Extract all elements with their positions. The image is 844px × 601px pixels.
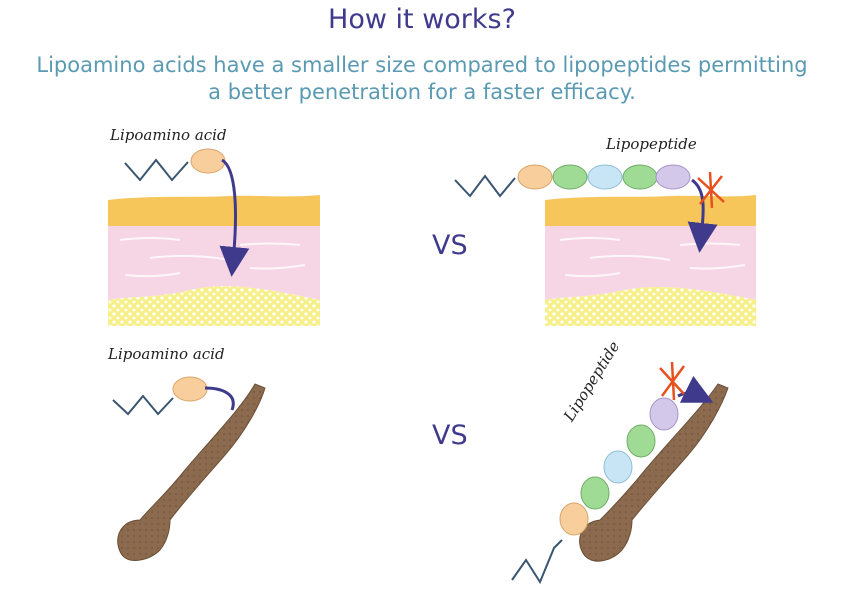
subtitle-line-2: a better penetration for a faster effica… — [208, 80, 636, 104]
vs-label-top: VS — [432, 230, 468, 261]
skin-block-right — [545, 195, 756, 326]
label-lipoamino-acid-top: Lipoamino acid — [110, 126, 227, 144]
hair-left — [117, 383, 266, 561]
label-lipopeptide-top: Lipopeptide — [606, 135, 697, 153]
hair-right — [579, 383, 729, 562]
page-title: How it works? — [328, 4, 516, 35]
block-x-icon-bottom — [659, 361, 686, 401]
block-x-icon-top — [697, 171, 725, 209]
vs-label-bottom: VS — [432, 420, 468, 451]
lipopeptide-molecule-top — [454, 164, 725, 253]
subtitle-line-1: Lipoamino acids have a smaller size comp… — [36, 53, 808, 77]
label-lipoamino-acid-bottom: Lipoamino acid — [108, 345, 225, 363]
lipoamino-acid-molecule-top — [124, 148, 250, 277]
subtitle: Lipoamino acids have a smaller size comp… — [0, 52, 844, 106]
skin-block-left — [108, 195, 320, 326]
lipopeptide-molecule-bottom — [511, 361, 714, 585]
lipoamino-acid-molecule-bottom — [112, 376, 235, 416]
